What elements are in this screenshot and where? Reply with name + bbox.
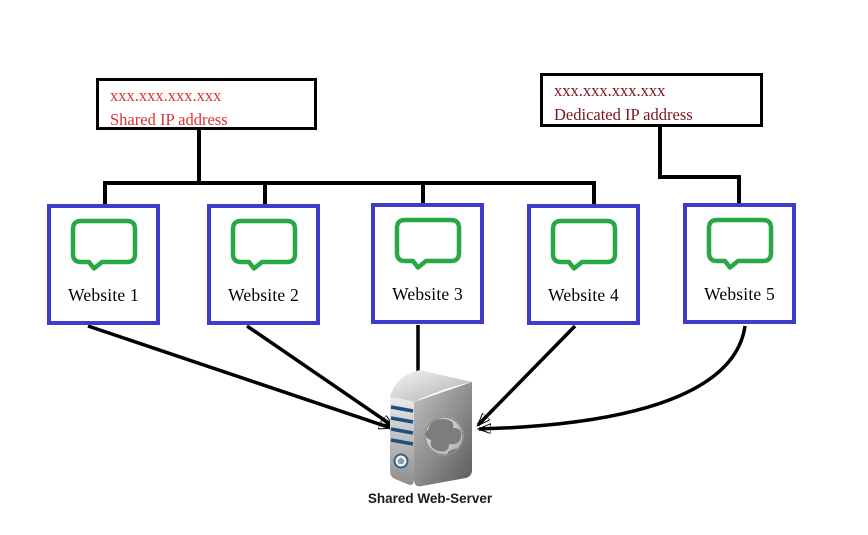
server-label: Shared Web-Server [367,491,493,506]
globe-emblem [424,416,464,456]
shared-ip-address: xxx.xxx.xxx.xxx [110,86,222,105]
website-label: Website 1 [68,285,139,305]
speech-bubble-icon [550,218,617,271]
connector-website1-server [87,324,391,430]
website-label: Website 4 [548,285,619,305]
speech-bubble-icon [70,218,137,271]
dedicated-ip-label: Dedicated IP address [554,105,693,124]
connector-dedicated-ip-feeder [658,127,741,204]
connector-website2-server [246,324,393,428]
website-box-4: Website 4 [527,204,640,325]
website-label: Website 2 [228,285,299,305]
website-box-1: Website 1 [47,204,160,325]
dedicated-ip-box: xxx.xxx.xxx.xxx Dedicated IP address [540,73,763,127]
connector-website4-server [478,324,577,425]
website-box-5: Website 5 [683,203,796,324]
speech-bubble-icon [394,217,461,270]
connector-website5-server [479,325,747,429]
website-box-3: Website 3 [371,203,484,324]
server-top-face [390,370,472,402]
website-box-2: Website 2 [207,204,320,325]
shared-ip-label: Shared IP address [110,110,228,129]
speech-bubble-icon [230,218,297,271]
server-power-button-dot [397,457,405,464]
dedicated-ip-address: xxx.xxx.xxx.xxx [554,81,666,100]
shared-ip-box: xxx.xxx.xxx.xxx Shared IP address [96,78,317,130]
website-label: Website 3 [392,284,463,304]
website-label: Website 5 [704,284,775,304]
server-icon [390,370,472,487]
speech-bubble-icon [706,217,773,270]
